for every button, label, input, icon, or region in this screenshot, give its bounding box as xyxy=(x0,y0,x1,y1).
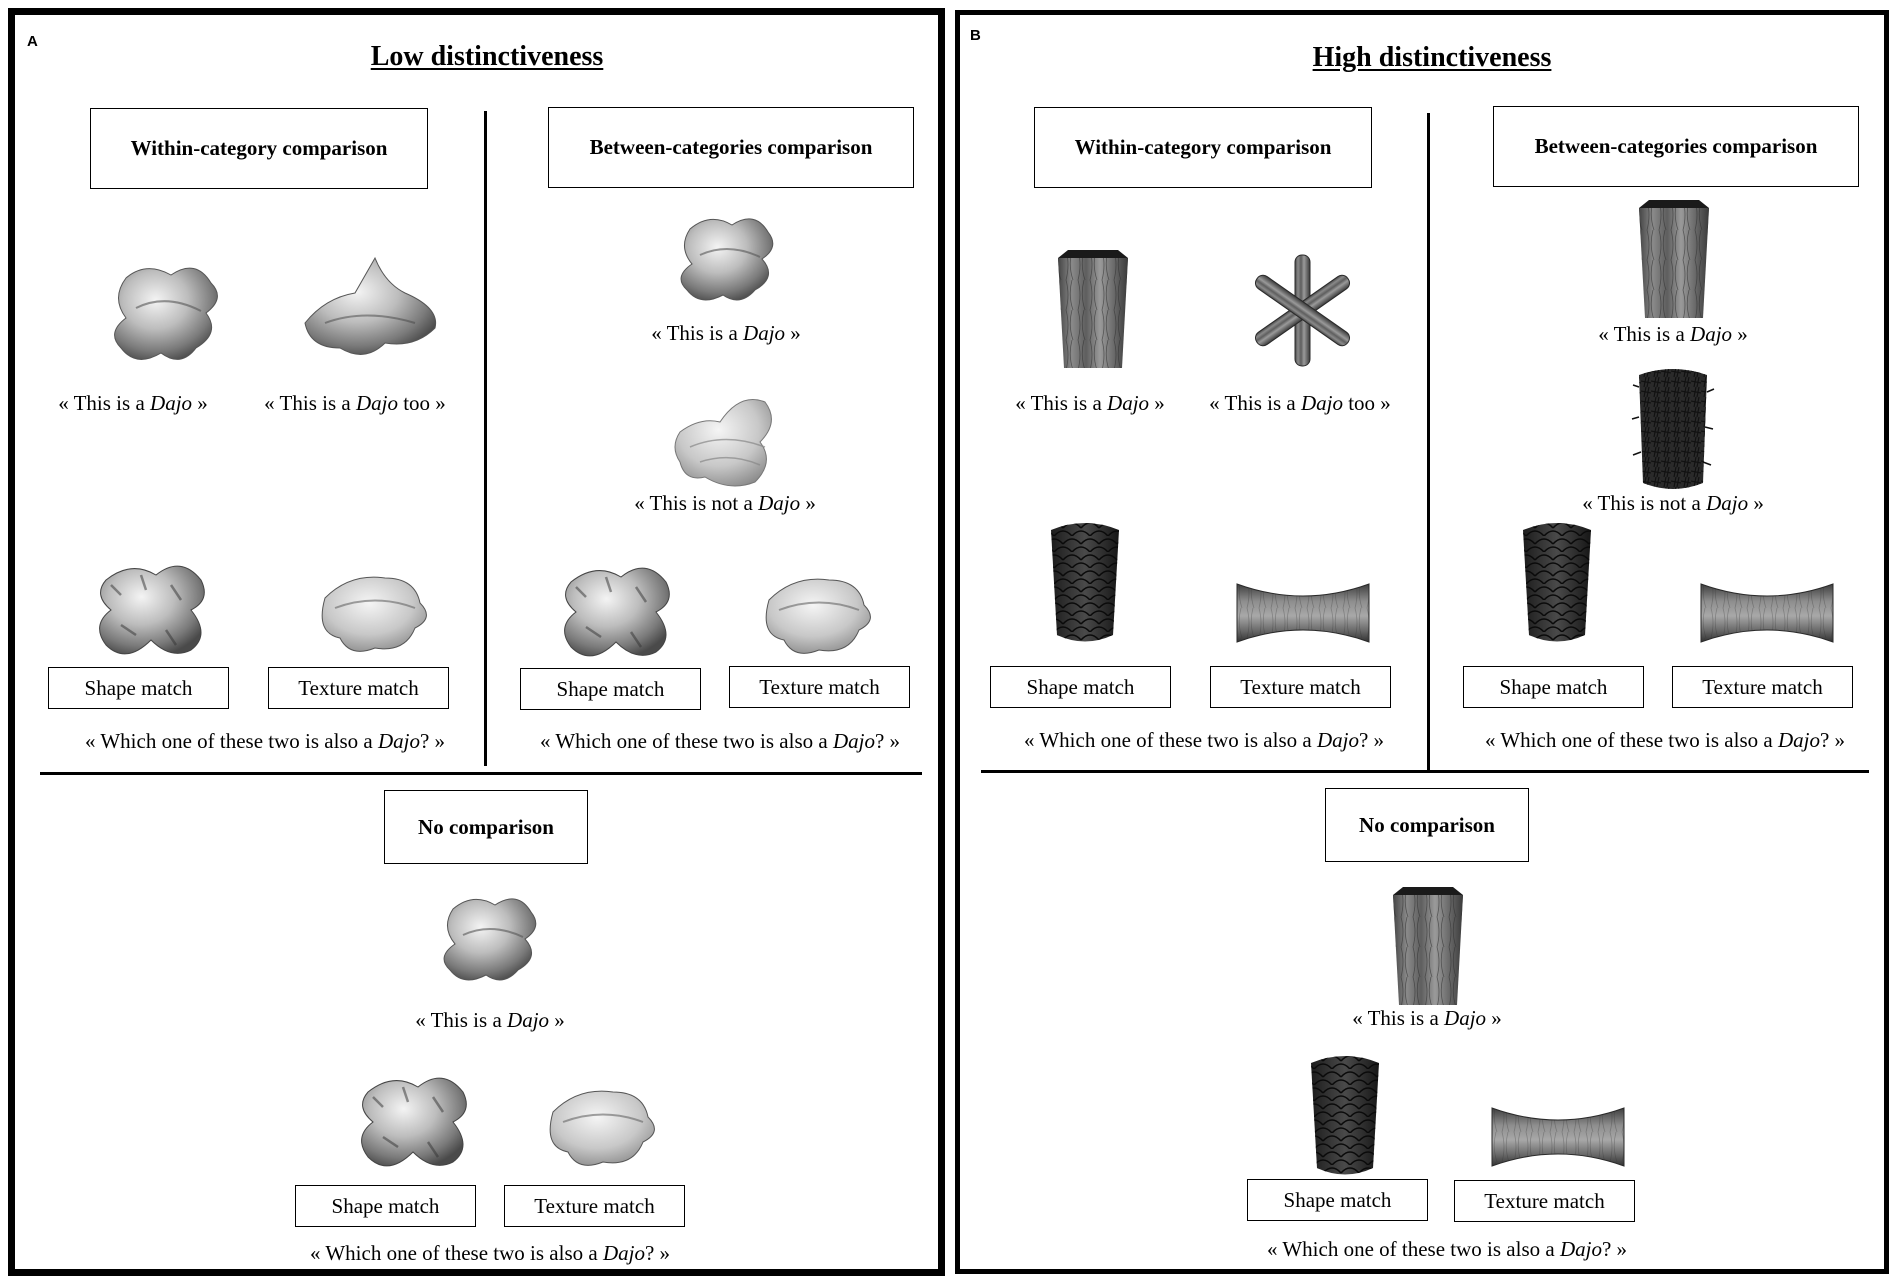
row-divider xyxy=(981,770,1869,773)
question-caption: « Which one of these two is also a Dajo?… xyxy=(1266,1237,1628,1261)
caption-this-is-dajo: « This is a Dajo » xyxy=(415,1008,565,1032)
shape-match-box: Shape match xyxy=(520,668,701,710)
wooden-block-object xyxy=(1639,200,1709,318)
caption-this-is-dajo-too: « This is a Dajo too » xyxy=(264,391,446,415)
dajo-stone-object xyxy=(443,898,537,981)
shape-match-box: Shape match xyxy=(990,666,1171,708)
caption-this-is-dajo-too: « This is a Dajo too » xyxy=(1209,391,1391,415)
shape-match-object xyxy=(361,1077,467,1167)
caption-this-is-not-dajo: « This is not a Dajo » xyxy=(1582,491,1764,515)
texture-match-box: Texture match xyxy=(729,666,910,708)
dajo-stone-object xyxy=(680,218,774,301)
wooden-block-object xyxy=(1393,887,1463,1005)
wooden-spool-object xyxy=(1491,1107,1625,1167)
caption-this-is-dajo: « This is a Dajo » xyxy=(1015,391,1165,415)
panel-title: High distinctiveness xyxy=(1312,42,1552,73)
wooden-block-object xyxy=(1058,250,1128,368)
texture-match-box: Texture match xyxy=(268,667,449,709)
texture-match-box: Texture match xyxy=(1672,666,1853,708)
shape-match-box: Shape match xyxy=(48,667,229,709)
column-divider xyxy=(1427,113,1430,770)
no-comparison-heading: No comparison xyxy=(384,790,588,864)
caption-this-is-dajo: « This is a Dajo » xyxy=(58,391,208,415)
not-dajo-object xyxy=(674,399,772,487)
scaled-block-object xyxy=(1523,523,1591,642)
panel-title: Low distinctiveness xyxy=(370,41,604,72)
wooden-spool-object xyxy=(1700,583,1834,643)
texture-match-object xyxy=(765,578,871,654)
row-divider xyxy=(40,772,922,775)
column-divider xyxy=(484,111,487,766)
scaled-block-object xyxy=(1051,523,1119,642)
within-category-heading: Within-category comparison xyxy=(90,108,428,189)
question-caption: « Which one of these two is also a Dajo?… xyxy=(1023,728,1385,752)
panel-low-distinctiveness: A Low distinctiveness Within-category co… xyxy=(8,8,945,1276)
shape-match-object xyxy=(99,565,205,655)
question-caption: « Which one of these two is also a Dajo?… xyxy=(309,1241,671,1265)
between-categories-heading: Between-categories comparison xyxy=(548,107,914,188)
furry-block-object xyxy=(1631,369,1715,489)
texture-match-object xyxy=(321,576,427,652)
shape-match-box: Shape match xyxy=(1463,666,1644,708)
shape-match-object xyxy=(564,567,670,657)
caption-this-is-dajo: « This is a Dajo » xyxy=(1598,322,1748,346)
caption-this-is-not-dajo: « This is not a Dajo » xyxy=(634,491,816,515)
within-category-heading: Within-category comparison xyxy=(1034,107,1372,188)
dajo-stone-object xyxy=(114,267,218,360)
caption-this-is-dajo: « This is a Dajo » xyxy=(1352,1006,1502,1030)
panel-high-distinctiveness: B High distinctiveness Within-category c… xyxy=(955,10,1889,1274)
panel-letter: B xyxy=(970,27,981,44)
question-caption: « Which one of these two is also a Dajo?… xyxy=(1484,728,1846,752)
panel-letter: A xyxy=(27,33,38,50)
texture-match-box: Texture match xyxy=(1210,666,1391,708)
shape-match-box: Shape match xyxy=(295,1185,476,1227)
scaled-block-object xyxy=(1311,1056,1379,1175)
question-caption: « Which one of these two is also a Dajo?… xyxy=(84,729,446,753)
no-comparison-heading: No comparison xyxy=(1325,788,1529,862)
shape-match-box: Shape match xyxy=(1247,1179,1428,1221)
dajo-peaked-object xyxy=(304,256,437,355)
texture-match-object xyxy=(549,1090,655,1166)
wooden-spool-object xyxy=(1236,583,1370,643)
wooden-asterisk-object xyxy=(1254,254,1351,367)
texture-match-box: Texture match xyxy=(1454,1180,1635,1222)
texture-match-box: Texture match xyxy=(504,1185,685,1227)
between-categories-heading: Between-categories comparison xyxy=(1493,106,1859,187)
question-caption: « Which one of these two is also a Dajo?… xyxy=(539,729,901,753)
caption-this-is-dajo: « This is a Dajo » xyxy=(651,321,801,345)
